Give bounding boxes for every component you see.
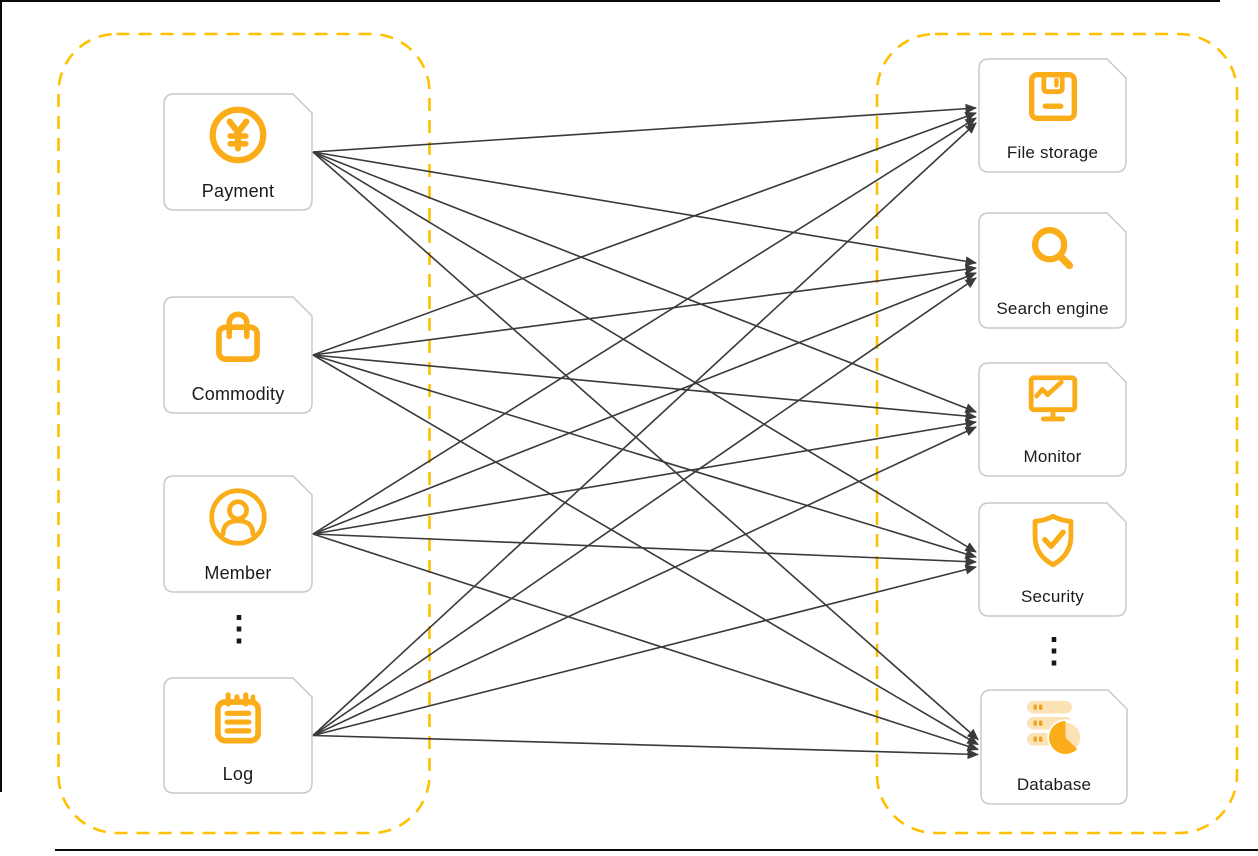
node-label: File storage [1006, 143, 1099, 162]
edge-member-to-security [312, 533, 977, 567]
node-card-member: Member [163, 475, 313, 593]
monitor-screen-icon [1022, 370, 1084, 432]
edge-commodity-to-database [312, 354, 979, 746]
node-label: Payment [201, 181, 275, 201]
card-outline [163, 296, 313, 414]
node-card-file-storage: File storage [978, 58, 1127, 173]
node-label: Security [1020, 587, 1084, 606]
server-pie-icon [1022, 697, 1086, 757]
node-card-database: Database [980, 689, 1128, 805]
edge-commodity-to-monitor [312, 354, 977, 422]
notepad-icon [205, 686, 271, 752]
node-label: Member [204, 563, 272, 583]
person-icon [205, 484, 271, 550]
edge-payment-to-monitor [312, 151, 977, 413]
node-card-monitor: Monitor [978, 362, 1127, 477]
node-label: Database [1016, 775, 1092, 794]
node-label: Log [222, 764, 254, 784]
node-label: Commodity [191, 384, 285, 404]
edge-log-to-search_engine [312, 277, 977, 737]
edge-member-to-file_storage [312, 117, 977, 535]
edge-log-to-monitor [312, 426, 977, 737]
node-card-commodity: Commodity [163, 296, 313, 414]
shield-check-icon [1022, 510, 1084, 572]
node-card-security: Security [978, 502, 1127, 617]
edge-member-to-monitor [312, 418, 977, 535]
node-label: Search engine [996, 299, 1109, 318]
floppy-disk-icon [1022, 66, 1084, 128]
card-outline [163, 475, 313, 593]
card-outline [163, 93, 313, 211]
node-card-payment: Payment [163, 93, 313, 211]
edge-commodity-to-search_engine [312, 264, 977, 356]
yen-coin-icon [205, 102, 271, 168]
edge-payment-to-security [312, 151, 977, 553]
page-edge-bottom [55, 849, 1258, 851]
edge-payment-to-search_engine [312, 151, 977, 267]
edge-commodity-to-file_storage [312, 111, 977, 356]
card-outline [978, 502, 1127, 617]
card-outline [978, 58, 1127, 173]
edge-member-to-search_engine [312, 272, 977, 535]
edge-log-to-file_storage [312, 122, 977, 737]
shopping-bag-icon [205, 305, 271, 371]
card-outline [978, 212, 1127, 329]
edge-payment-to-database [312, 151, 979, 741]
right-more-ellipsis: ⋮ [1037, 632, 1071, 670]
edge-log-to-database [312, 734, 979, 760]
node-label: Monitor [1023, 447, 1082, 466]
edge-log-to-security [312, 564, 977, 737]
card-outline [163, 677, 313, 794]
magnifier-icon [1022, 220, 1084, 282]
edge-commodity-to-security [312, 354, 977, 559]
edge-member-to-database [312, 533, 979, 752]
left-more-ellipsis: ⋮ [222, 610, 256, 648]
page-edge-top [0, 0, 1220, 2]
page-edge-left [0, 0, 2, 792]
node-card-log: Log [163, 677, 313, 794]
edge-payment-to-file_storage [312, 103, 977, 153]
node-card-search-engine: Search engine [978, 212, 1127, 329]
